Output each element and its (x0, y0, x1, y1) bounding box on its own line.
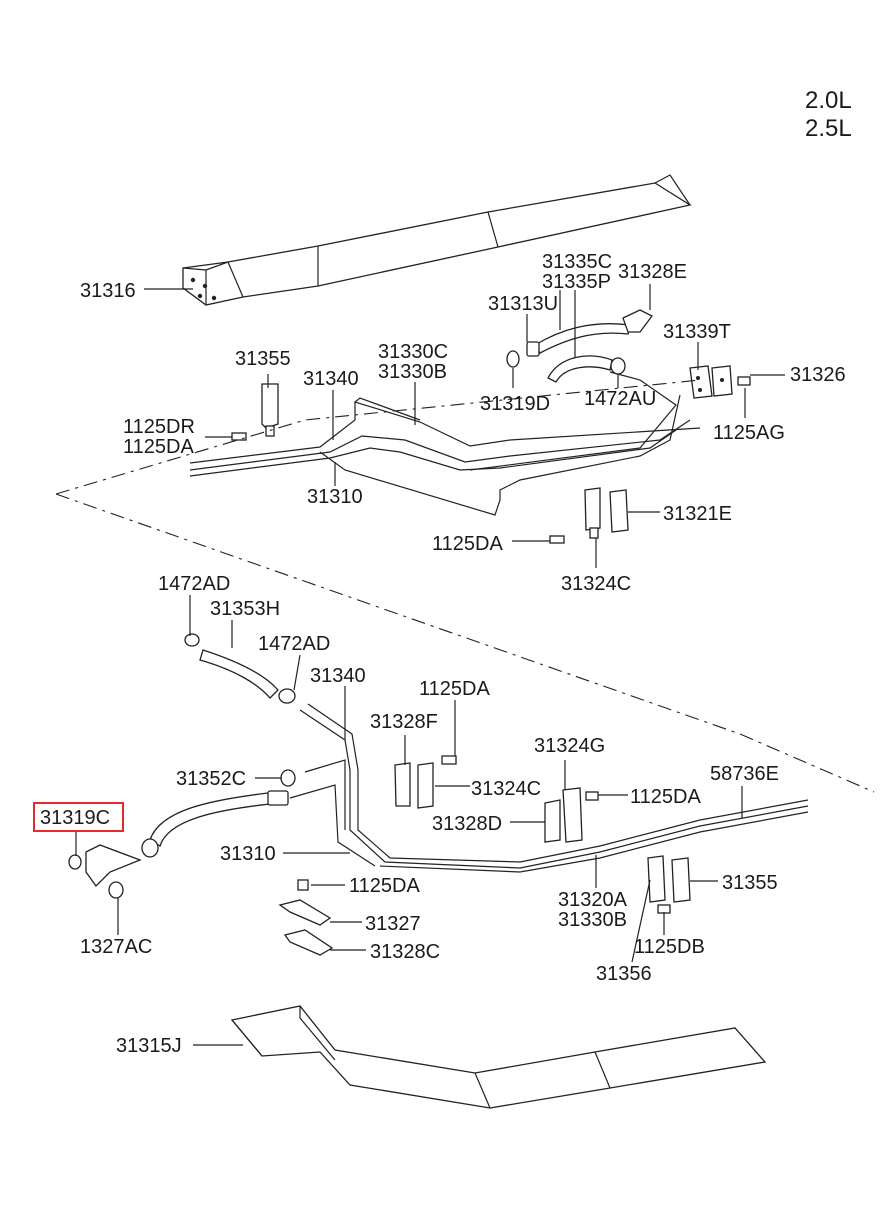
label-31340-top: 31340 (303, 368, 359, 390)
label-31316: 31316 (80, 280, 136, 302)
label-31330c: 31330C (378, 341, 448, 363)
label-31310-top: 31310 (307, 486, 363, 508)
label-31340-bottom: 31340 (310, 665, 366, 687)
label-1472ad-a: 1472AD (158, 573, 230, 595)
clip-31355-bottom (647, 855, 691, 914)
label-1472au: 1472AU (584, 388, 656, 410)
label-1472ad-b: 1472AD (258, 633, 330, 655)
hose-31353h (184, 633, 296, 704)
label-1125ag: 1125AG (713, 422, 785, 444)
lower-pipes (289, 703, 809, 873)
label-1125db: 1125DB (634, 936, 705, 958)
zone-outline (55, 379, 701, 495)
highlight-box (33, 802, 124, 832)
label-1125da-b: 1125DA (432, 533, 503, 555)
engine-variant-2: 2.5L (805, 115, 852, 142)
label-31330b-bottom: 31330B (558, 909, 627, 931)
label-31353h: 31353H (210, 598, 280, 620)
label-31324c-bottom: 31324C (471, 778, 541, 800)
clips-lower-left (278, 879, 334, 956)
label-31320a: 31320A (558, 889, 628, 911)
label-1327ac: 1327AC (80, 936, 152, 958)
label-1125da-d: 1125DA (630, 786, 701, 808)
leader-lines (75, 284, 785, 1046)
label-31324c-top: 31324C (561, 573, 631, 595)
label-31335c: 31335C (542, 251, 612, 273)
label-31328f: 31328F (370, 711, 438, 733)
label-31328e: 31328E (618, 261, 687, 283)
label-31339t: 31339T (663, 321, 731, 343)
clip-31328d (544, 787, 599, 843)
label-1125da-c: 1125DA (419, 678, 490, 700)
label-31355-bottom: 31355 (722, 872, 778, 894)
label-31327: 31327 (365, 913, 421, 935)
engine-variant-1: 2.0L (805, 87, 852, 114)
label-31310-bottom: 31310 (220, 843, 276, 865)
upper-hoses (506, 309, 653, 383)
label-31328d: 31328D (432, 813, 502, 835)
label-31335p: 31335P (542, 271, 611, 293)
zone-outline-lower (55, 493, 875, 793)
clip-31328f (394, 755, 457, 809)
upper-pipe-bundle (189, 371, 701, 516)
bracket-31339t (689, 365, 751, 399)
label-31330b-top: 31330B (378, 361, 447, 383)
part-labels: 31316 31335C 31335P 31328E 31313U 31339T… (33, 251, 846, 1057)
hose-31319c (68, 769, 296, 899)
label-31324g: 31324G (534, 735, 605, 757)
label-31321e: 31321E (663, 503, 732, 525)
clip-31321e (549, 487, 629, 544)
label-58736e: 58736E (710, 763, 779, 785)
label-31352c: 31352C (176, 768, 246, 790)
label-1125da-a: 1125DA (123, 436, 194, 458)
label-31319d: 31319D (480, 393, 550, 415)
label-1125dr: 1125DR (123, 416, 195, 438)
label-1125da-e: 1125DA (349, 875, 420, 897)
label-31326: 31326 (790, 364, 846, 386)
crossmember-top (182, 174, 692, 306)
label-31319c: 31319C (40, 807, 110, 829)
label-31315j: 31315J (116, 1035, 182, 1057)
label-31328c: 31328C (370, 941, 440, 963)
clip-31355-top (231, 383, 279, 441)
crossmember-bottom (230, 1005, 767, 1109)
label-31356: 31356 (596, 963, 652, 985)
label-31313u: 31313U (488, 293, 558, 315)
label-31355-top: 31355 (235, 348, 291, 370)
